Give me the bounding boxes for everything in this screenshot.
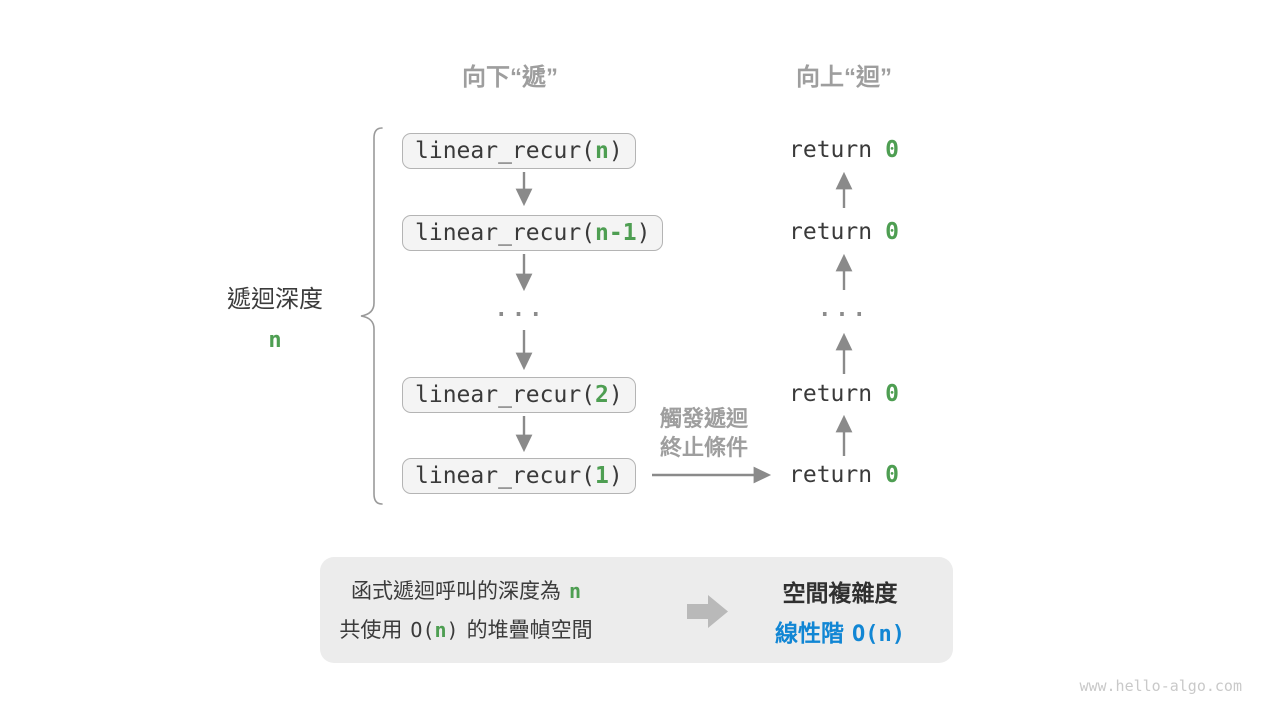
return-keyword: return [789,462,873,488]
summary-line2-prefix: 共使用 [339,619,403,642]
complexity-order-notation: O(n) [852,622,905,647]
ellipsis-call-stack: ... [494,297,547,322]
code-text: ) [608,382,623,408]
return-value: 0 [885,381,899,407]
depth-label-text: 遞迴深度 [227,286,323,313]
summary-line2: 共使用 O(n) 的堆疊幀空間 [320,617,612,644]
big-o-open: O( [410,618,435,642]
complexity-value: 線性階 O(n) [750,614,930,648]
big-o-close: ) [446,618,459,642]
complexity-title: 空間複雜度 [782,580,898,606]
return-value: 0 [885,462,899,488]
termination-note-line2: 終止條件 [659,435,748,460]
return-keyword: return [789,219,873,245]
depth-label: 遞迴深度 n [205,279,345,353]
call-box-1: linear_recur(1) [402,458,636,494]
call-box-n-1: linear_recur(n-1) [402,215,664,251]
summary-line2-suffix: 的堆疊幀空間 [466,619,593,642]
call-box-2: linear_recur(2) [402,377,636,413]
code-text: ) [636,220,651,246]
termination-note-line1: 觸發遞迴 [659,406,748,431]
return-value: 0 [885,219,899,245]
return-statement-2: return 0 [778,220,910,245]
code-text: linear_recur( [415,463,596,489]
return-statement-1: return 0 [778,138,910,163]
code-text: ) [608,138,623,164]
code-text: linear_recur( [415,382,596,408]
depth-label-var: n [268,328,282,353]
header-descend: 向下“遞” [462,64,558,91]
return-keyword: return [789,137,873,163]
watermark: www.hello-algo.com [1079,677,1242,695]
code-arg: 1 [595,463,609,489]
call-box-n: linear_recur(n) [402,133,636,169]
summary-line1-text: 函式遞迴呼叫的深度為 [350,580,561,603]
return-keyword: return [789,381,873,407]
code-arg: n [595,138,609,164]
return-statement-3: return 0 [778,382,910,407]
ellipsis-returns: ... [818,297,870,322]
code-text: ) [608,463,623,489]
code-text: linear_recur( [415,138,596,164]
termination-note: 觸發遞迴 終止條件 [628,404,780,462]
code-arg: n-1 [595,220,637,246]
complexity-order-label: 線性階 [775,620,844,646]
return-value: 0 [885,137,899,163]
summary-line1-var: n [568,579,582,603]
code-text: linear_recur( [415,220,596,246]
big-o-var: n [434,618,447,642]
summary-line1: 函式遞迴呼叫的深度為 n [320,578,612,605]
depth-brace [360,127,383,505]
return-statement-4: return 0 [778,463,910,488]
header-ascend: 向上“迴” [796,64,892,91]
implies-arrow-icon [687,595,728,628]
code-arg: 2 [595,382,609,408]
